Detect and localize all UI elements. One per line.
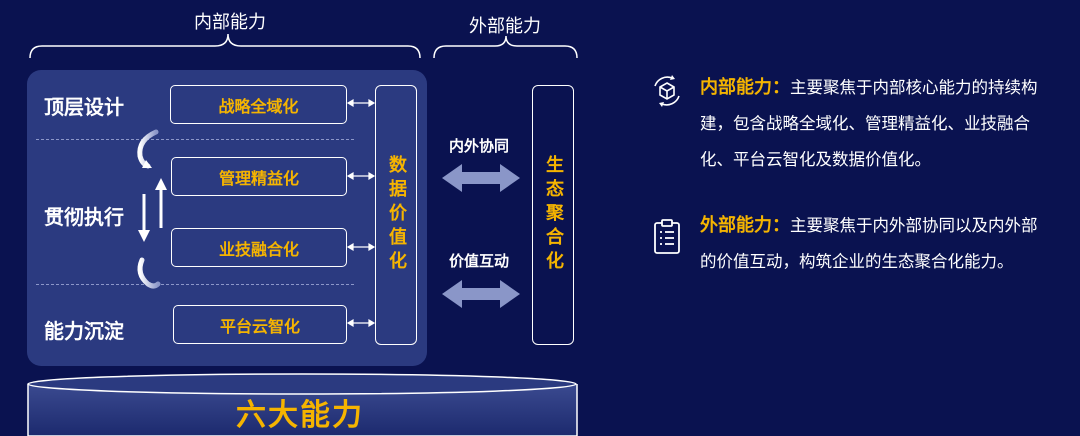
capability-platform-box: 平台云智化: [173, 305, 347, 344]
collab-label: 内外协同: [449, 137, 510, 155]
data-value-column: 数据价值化: [375, 85, 417, 345]
clipboard-list-icon: [654, 219, 680, 254]
row-label-sediment: 能力沉淀: [44, 319, 124, 343]
row-divider-1: [36, 139, 354, 140]
cycle-arrows-icon: [137, 129, 167, 289]
external-capability-header: 外部能力: [469, 16, 541, 37]
internal-capability-header: 内部能力: [194, 12, 266, 33]
row-divider-2: [36, 284, 354, 285]
internal-capability-panel: [27, 70, 427, 366]
base-platform: [27, 373, 578, 436]
ecosystem-column: 生态聚合化: [532, 85, 574, 345]
internal-description-title: 内部能力: [700, 77, 772, 98]
internal-description-text: 主要聚焦于内部核心能力的持续构建，包含战略全域化、管理精益化、业技融合化、平台云…: [700, 78, 1038, 169]
external-description-text: 主要聚焦于内外部协同以及内外部的价值互动，构筑企业的生态聚合化能力。: [700, 216, 1038, 271]
external-description-colon: ：: [772, 215, 790, 236]
middle-double-arrows: [442, 164, 520, 308]
cube-cycle-icon: [654, 75, 680, 107]
capability-integration-box: 业技融合化: [171, 228, 347, 267]
header-braces: [29, 33, 578, 59]
row-label-top-design: 顶层设计: [44, 95, 124, 119]
row-label-execution: 贯彻执行: [44, 205, 124, 229]
internal-description: 内部能力：主要聚焦于内部核心能力的持续构建，包含战略全域化、管理精益化、业技融合…: [700, 70, 1050, 178]
external-description: 外部能力：主要聚焦于内外部协同以及内外部的价值互动，构筑企业的生态聚合化能力。: [700, 208, 1050, 280]
connector-arrows: [346, 98, 376, 328]
capability-management-box: 管理精益化: [171, 157, 347, 196]
six-capabilities-title: 六大能力: [236, 398, 364, 433]
external-description-title: 外部能力: [700, 215, 772, 236]
internal-description-colon: ：: [772, 77, 790, 98]
capability-strategy-box: 战略全域化: [170, 85, 347, 124]
interact-label: 价值互动: [449, 252, 510, 270]
